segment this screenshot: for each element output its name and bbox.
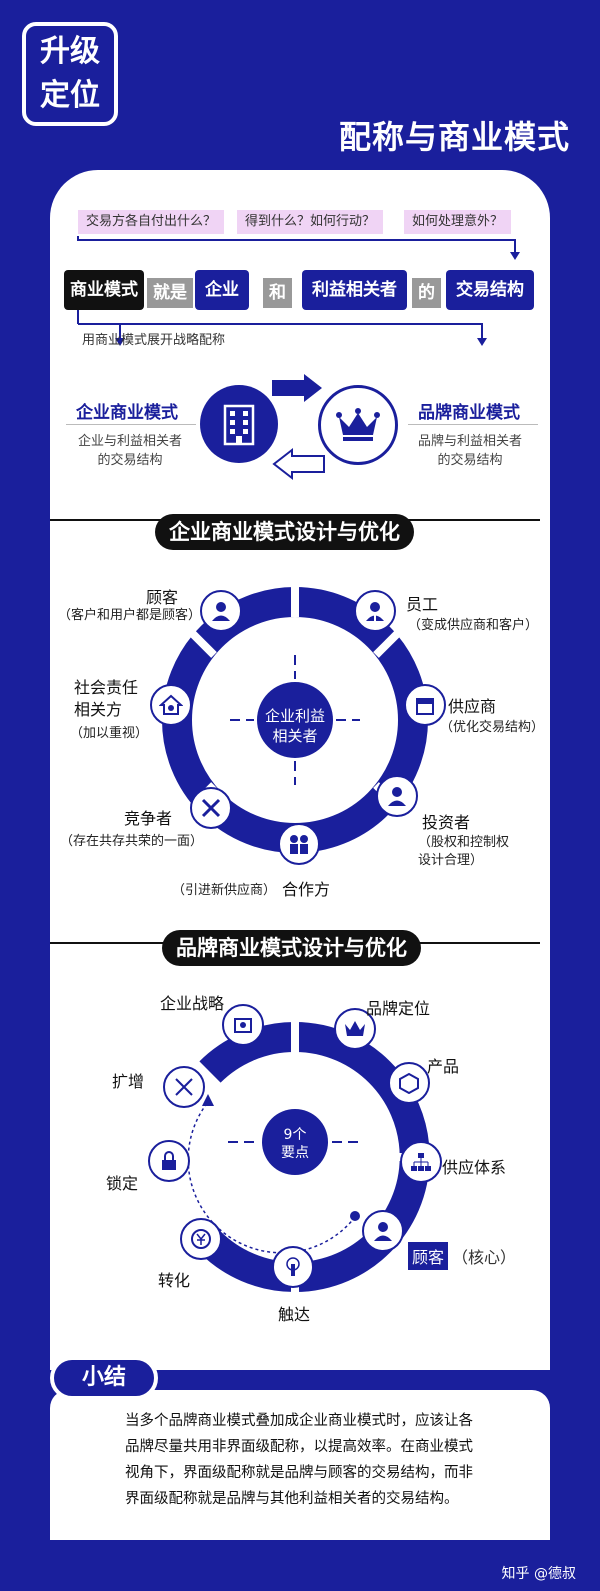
divider: [408, 424, 538, 425]
center-line1: 企业利益: [264, 707, 325, 725]
def-is: 就是: [147, 278, 193, 308]
center-nine-points: 9个 要点: [265, 1126, 325, 1162]
note-investor: （股权和控制权 设计合理）: [418, 834, 509, 870]
summary-tag: 小结: [50, 1356, 158, 1400]
note-employee: （变成供应商和客户）: [408, 618, 539, 633]
customer-icon: [362, 1210, 404, 1252]
label-social: 社会责任 相关方: [74, 677, 138, 721]
box-icon: [388, 1062, 430, 1104]
def-of: 的: [412, 278, 441, 308]
def-stakeholders: 利益相关者: [302, 270, 407, 310]
summary-text: 当多个品牌商业模式叠加成企业商业模式时，应该让各品牌尽量共用非界面级配称，以提高…: [125, 1413, 473, 1507]
label-convert: 转化: [158, 1271, 191, 1290]
note-competitor: （存在共存共荣的一面）: [60, 834, 204, 849]
def-transaction-structure: 交易结构: [446, 270, 534, 310]
expand-icon: [163, 1066, 205, 1108]
question-pill-2: 得到什么？如何行动？: [237, 210, 384, 234]
question-pill-1: 交易方各自付出什么？: [78, 210, 225, 234]
label-expand: 扩增: [112, 1072, 145, 1091]
summary-box: [50, 1390, 550, 1540]
note-core: （核心）: [452, 1248, 517, 1267]
brand-model-title: 品牌商业模式: [418, 403, 520, 423]
hierarchy-icon: [400, 1141, 442, 1183]
yen-icon: [180, 1218, 222, 1260]
brand-desc-1: 品牌与利益相关者: [417, 434, 522, 449]
label-positioning: 品牌定位: [366, 999, 431, 1018]
center2-line2: 要点: [281, 1145, 309, 1161]
note-customer: （客户和用户都是顾客）: [58, 608, 202, 623]
center-stakeholders: 企业利益 相关者: [255, 706, 335, 746]
badge-line1: 升级: [40, 34, 100, 69]
page-title: 配称与商业模式: [338, 118, 570, 156]
label-product: 产品: [427, 1057, 460, 1076]
note-supplier: （优化交易结构）: [440, 720, 545, 735]
connector-lines: [77, 236, 520, 346]
employee-icon: [354, 590, 396, 632]
label-investor: 投资者: [422, 813, 471, 832]
label-supply: 供应体系: [442, 1158, 507, 1177]
building-icon: [200, 385, 278, 463]
label-lock: 锁定: [106, 1174, 139, 1193]
label-reach: 触达: [278, 1305, 311, 1324]
enterprise-model-title: 企业商业模式: [76, 403, 178, 423]
enterprise-desc-1: 企业与利益相关者: [77, 434, 182, 449]
map-pin-icon: [222, 1004, 264, 1046]
store-icon: [404, 684, 446, 726]
label-customer: 顾客: [146, 588, 179, 607]
question-pill-3: 如何处理意外？: [404, 210, 512, 234]
upgrade-badge: 升级 定位: [22, 22, 118, 126]
touch-icon: [272, 1246, 314, 1288]
center2-line1: 9个: [283, 1127, 307, 1143]
label-supplier: 供应商: [448, 697, 497, 716]
note-investor-1: （股权和控制权: [418, 835, 510, 850]
crown-icon: [318, 385, 398, 465]
swords-icon: [190, 787, 232, 829]
label-strategy: 企业战略: [160, 994, 225, 1013]
section1-title: 企业商业模式设计与优化: [155, 514, 414, 550]
crown-icon: [334, 1008, 376, 1050]
center-line2: 相关者: [272, 727, 318, 745]
note-investor-2: 设计合理）: [418, 853, 484, 868]
strategy-note: 用商业模式展开战略配称: [82, 333, 226, 348]
enterprise-desc-2: 的交易结构: [97, 453, 163, 468]
enterprise-model-desc: 企业与利益相关者 的交易结构: [60, 432, 200, 470]
label-social-1: 社会责任: [74, 678, 139, 697]
def-and: 和: [263, 278, 292, 308]
customer-icon: [200, 590, 242, 632]
brand-model-desc: 品牌与利益相关者 的交易结构: [400, 432, 540, 470]
def-enterprise: 企业: [195, 270, 249, 310]
label-competitor: 竞争者: [124, 809, 173, 828]
lock-icon: [148, 1140, 190, 1182]
partners-icon: [278, 823, 320, 865]
watermark: 知乎 @德叔: [501, 1566, 576, 1582]
def-business-model: 商业模式: [64, 270, 144, 310]
label-partner: 合作方: [282, 880, 331, 899]
label-social-2: 相关方: [74, 700, 123, 719]
label-customer-core: 顾客: [408, 1242, 449, 1270]
brand-desc-2: 的交易结构: [437, 453, 503, 468]
home-heart-icon: [150, 684, 192, 726]
note-partner: （引进新供应商）: [172, 883, 277, 898]
investor-icon: [376, 775, 418, 817]
decorative-dots: [510, 1328, 560, 1358]
label-employee: 员工: [406, 595, 439, 614]
exchange-arrows-icon: [272, 374, 325, 481]
divider: [66, 424, 196, 425]
section2-title: 品牌商业模式设计与优化: [162, 930, 421, 966]
badge-line2: 定位: [40, 78, 100, 113]
note-social: （加以重视）: [70, 726, 149, 741]
